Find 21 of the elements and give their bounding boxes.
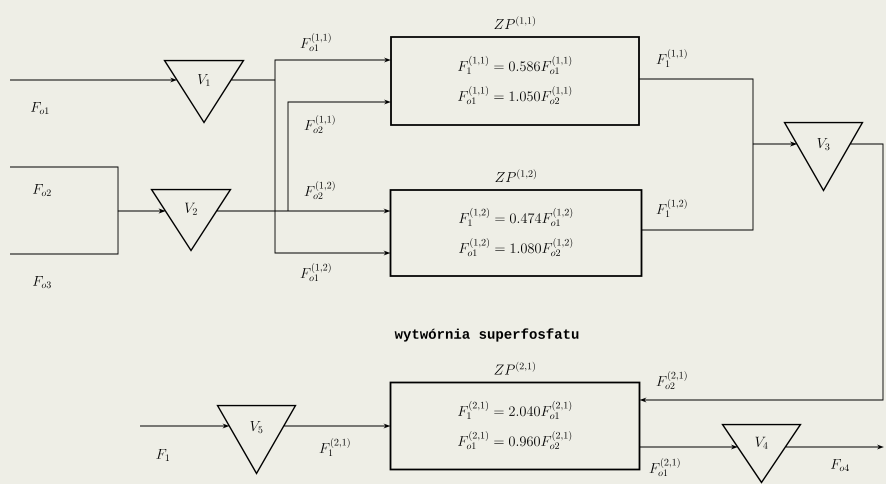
process-box: $F_{1}^{(2,1)}=2.040F_{o1}^{(2,1)}$ $F_{o1}^{(2,1)}=0.960F_{o2}^{(2,1)}$ bbox=[390, 382, 640, 470]
edge-label: $F_{o1}^{(2,1)}$ bbox=[650, 458, 680, 476]
edge-label: $F_{o3}$ bbox=[32, 276, 51, 288]
edge-label: $F_{o2}$ bbox=[32, 184, 51, 196]
box-heading: $ZP^{(2,1)}$ bbox=[494, 362, 535, 374]
edge-label: $F_{1}$ bbox=[156, 449, 169, 461]
edge-label: $F_{1}^{(1,2)}$ bbox=[656, 198, 687, 218]
box-heading: $ZP^{(1,2)}$ bbox=[495, 169, 536, 182]
edge-label: $F_{o4}$ bbox=[830, 459, 849, 472]
edge-label: $F_{1}^{(2,1)}$ bbox=[320, 438, 350, 456]
process-box: $F_{1}^{(1,2)}=0.474F_{o1}^{(1,2)}$ $F_{o1}^{(1,2)}=1.080F_{o2}^{(1,2)}$ bbox=[390, 189, 642, 277]
edge-label: $F_{o1}$ bbox=[30, 102, 48, 114]
edge-label: $F_{o2}^{(1,2)}$ bbox=[304, 180, 335, 200]
edge-label: $F_{1}^{(1,1)}$ bbox=[656, 48, 687, 68]
section-title: wytwórnia superfosfatu bbox=[394, 328, 578, 342]
process-box: $F_{1}^{(1,1)}=0.586F_{o1}^{(1,1)}$ $F_{o1}^{(1,1)}=1.050F_{o2}^{(1,1)}$ bbox=[390, 36, 640, 126]
edge-label: $F_{o2}^{(2,1)}$ bbox=[656, 370, 687, 390]
box-heading: $ZP^{(1,1)}$ bbox=[494, 16, 535, 29]
edge-label: $F_{o1}^{(1,2)}$ bbox=[300, 262, 331, 282]
edge-label: $F_{o1}^{(1,1)}$ bbox=[300, 32, 331, 52]
edge-label: $F_{o2}^{(1,1)}$ bbox=[304, 114, 335, 134]
